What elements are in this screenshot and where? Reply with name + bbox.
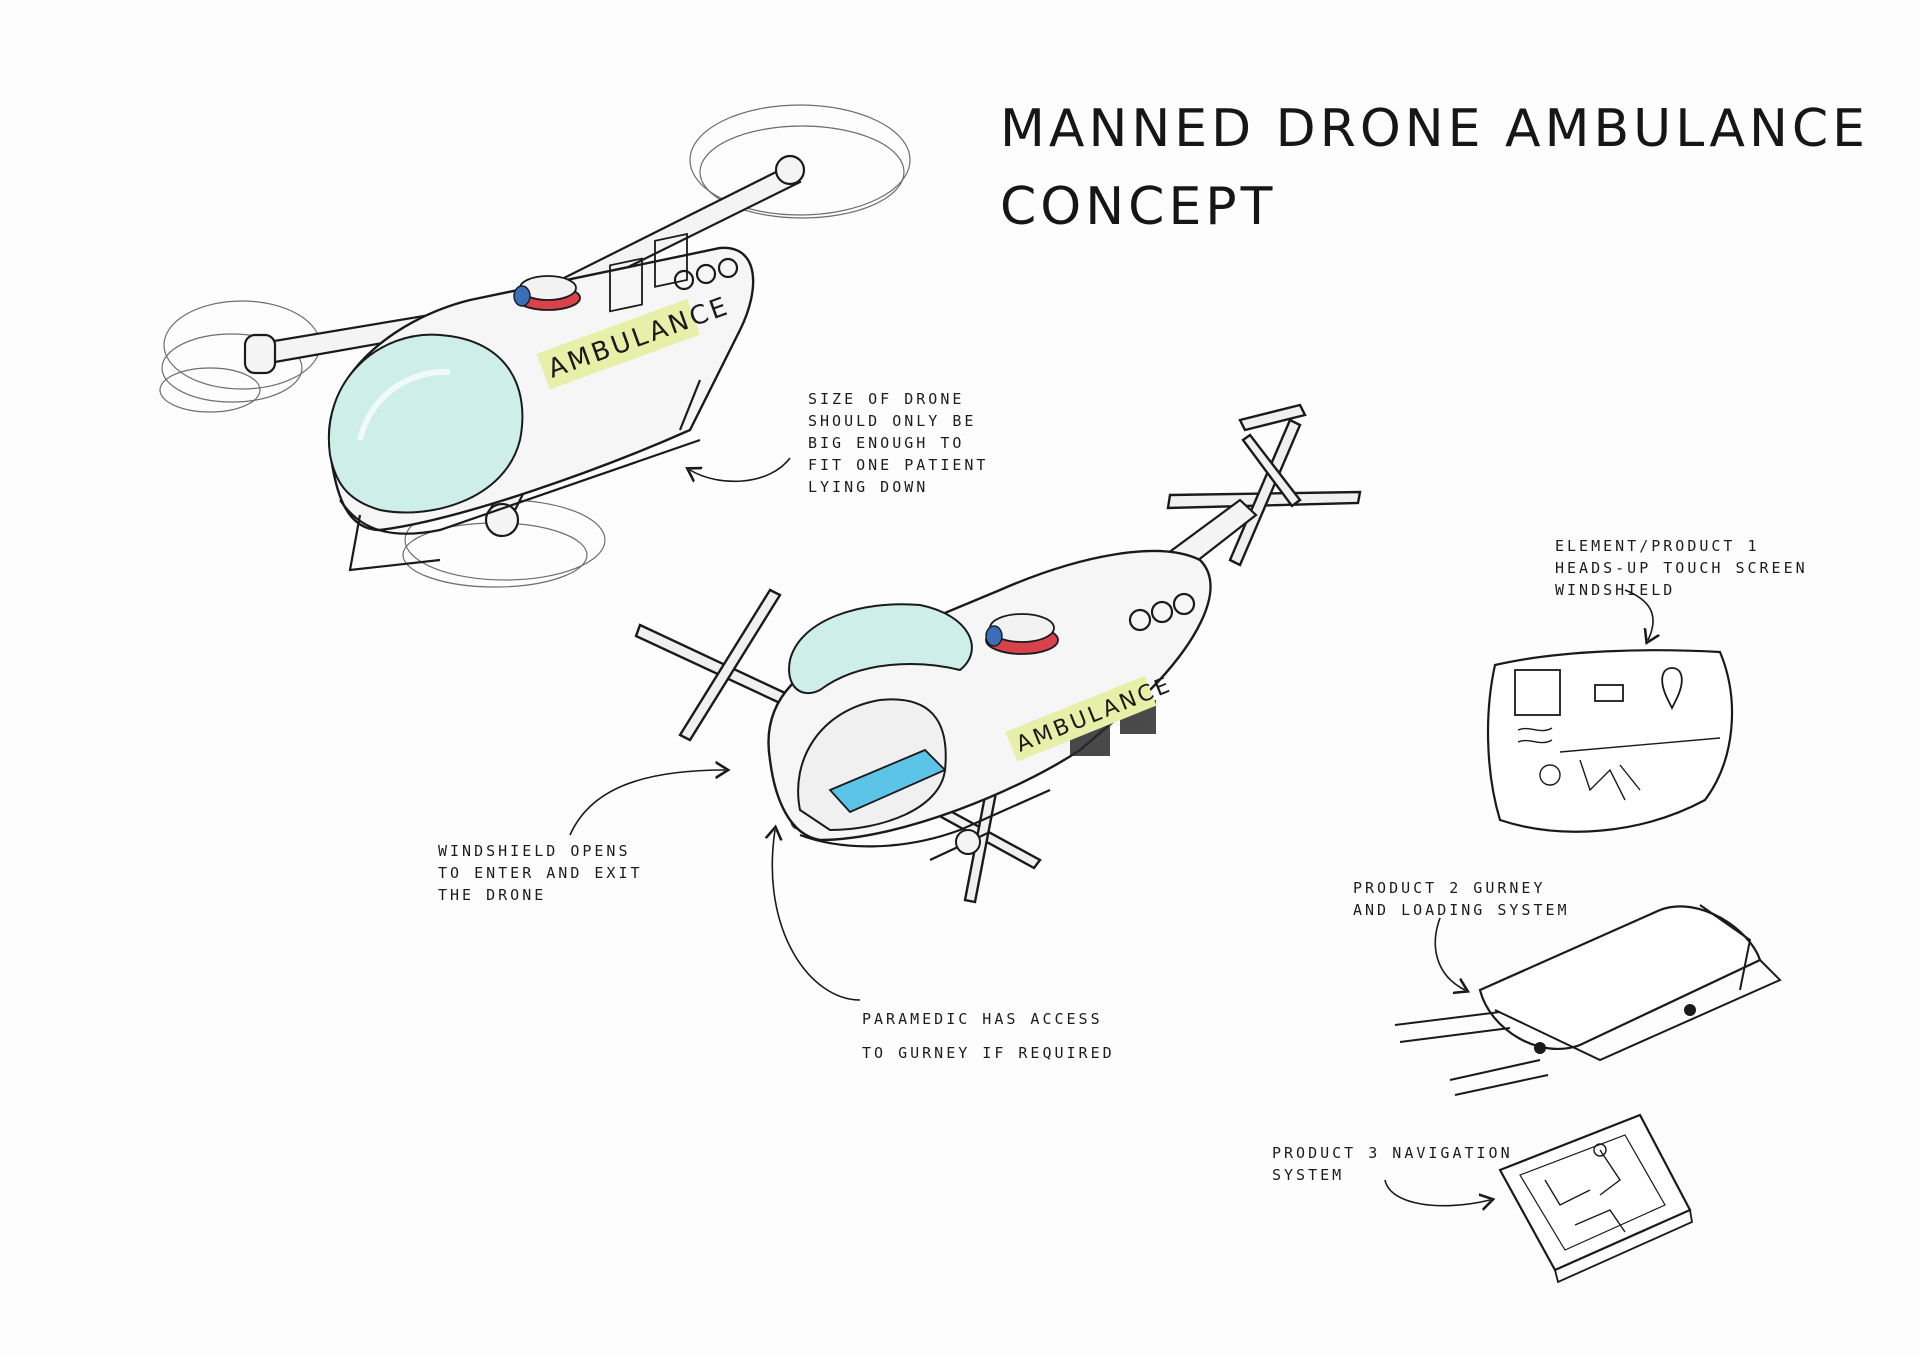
top-drone-sketch: AMBULANCE	[159, 104, 911, 588]
bottom-drone-siren	[985, 613, 1059, 655]
note-line: PARAMEDIC HAS ACCESS	[862, 1010, 1103, 1028]
note-line: PRODUCT 3 NAVIGATION	[1272, 1144, 1513, 1162]
note-line: TO ENTER AND EXIT	[438, 864, 643, 882]
annotation-arrows	[569, 457, 1653, 1206]
hud-status-icon	[1594, 684, 1624, 702]
product1-windshield-sketch	[1486, 649, 1734, 833]
note-line: THE DRONE	[438, 886, 547, 904]
product2-gurney-sketch	[1394, 904, 1782, 1096]
bottom-drone-canopy	[788, 603, 973, 695]
bottom-drone-gurney	[828, 748, 947, 814]
arrow-product2-note	[1434, 917, 1465, 990]
note-line: LYING DOWN	[808, 478, 929, 496]
note-line: FIT ONE PATIENT	[808, 456, 989, 474]
bottom-drone-sketch: AMBULANCE	[634, 403, 1362, 904]
note-line: SYSTEM	[1272, 1166, 1345, 1184]
title-line-1: MANNED DRONE AMBULANCE	[1000, 99, 1870, 159]
note-paramedic-access: PARAMEDIC HAS ACCESS TO GURNEY IF REQUIR…	[862, 1002, 1115, 1070]
note-line: ELEMENT/PRODUCT 1	[1555, 537, 1760, 555]
note-line: SIZE OF DRONE	[808, 390, 965, 408]
note-product1: ELEMENT/PRODUCT 1 HEADS-UP TOUCH SCREEN …	[1555, 535, 1808, 601]
title-line-2: CONCEPT	[1000, 177, 1277, 237]
note-product3: PRODUCT 3 NAVIGATION SYSTEM	[1272, 1142, 1513, 1186]
top-drone-siren	[513, 275, 581, 311]
map-pin-icon	[1661, 667, 1683, 711]
note-drone-size: SIZE OF DRONE SHOULD ONLY BE BIG ENOUGH …	[808, 388, 988, 498]
note-line: PRODUCT 2 GURNEY	[1353, 879, 1546, 897]
note-line: WINDSHIELD	[1555, 581, 1676, 599]
page-title: MANNED DRONE AMBULANCE CONCEPT	[1000, 90, 1869, 246]
arrow-size-note	[690, 457, 791, 481]
note-line: BIG ENOUGH TO	[808, 434, 965, 452]
note-product2: PRODUCT 2 GURNEY AND LOADING SYSTEM	[1353, 877, 1570, 921]
note-line: AND LOADING SYSTEM	[1353, 901, 1570, 919]
note-line: SHOULD ONLY BE	[808, 412, 977, 430]
arrow-product1-note	[1624, 589, 1653, 640]
product3-navigation-sketch	[1498, 1113, 1694, 1284]
top-drone-canopy	[327, 333, 524, 514]
arrow-product3-note	[1384, 1179, 1490, 1206]
note-line: HEADS-UP TOUCH SCREEN	[1555, 559, 1808, 577]
arrow-paramedic-note	[772, 830, 861, 1001]
note-line: WINDSHIELD OPENS	[438, 842, 631, 860]
arrow-windshield-note	[569, 770, 725, 836]
hud-panel-icon	[1514, 669, 1561, 716]
note-line: TO GURNEY IF REQUIRED	[862, 1044, 1115, 1062]
note-windshield-opens: WINDSHIELD OPENS TO ENTER AND EXIT THE D…	[438, 840, 643, 906]
